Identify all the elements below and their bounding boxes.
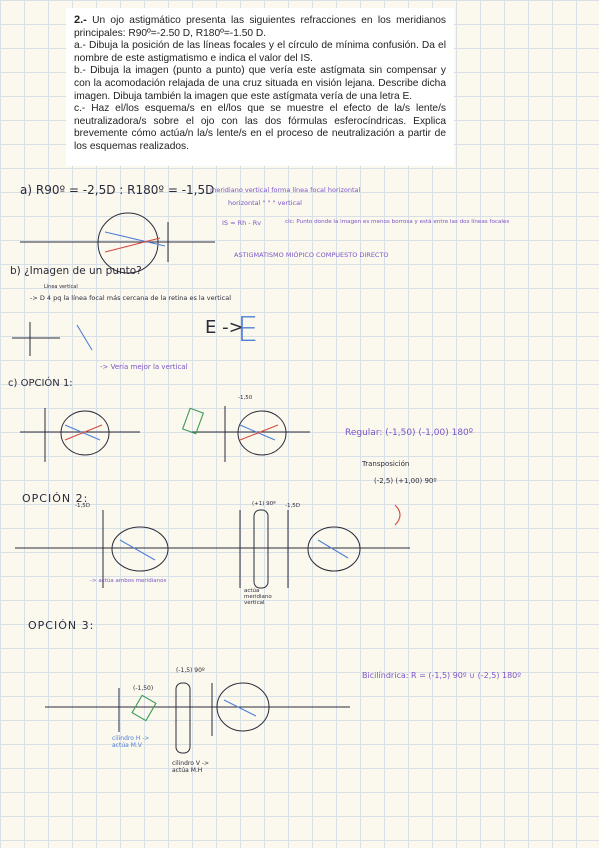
transposed-formula: (-2,5) (+1,00) 90º bbox=[374, 477, 437, 485]
e-letter: E -> bbox=[205, 317, 244, 338]
cylinder-h-note: cilindro H -> actúa M.V bbox=[112, 735, 150, 749]
meridian-note-1: meridiano vertical forma línea focal hor… bbox=[210, 186, 361, 194]
lens-label-opt2-left: -1,5D bbox=[75, 503, 90, 509]
lens-label-opt3-left: (-1,50) bbox=[133, 685, 154, 692]
lens-label-opt2-cyl: (+1) 90º bbox=[252, 501, 276, 507]
option-2-label: OPCIÓN 2: bbox=[22, 492, 89, 505]
bicylindric-formula: Bicilíndrica: R = (-1,5) 90º ∪ (-2,5) 18… bbox=[362, 671, 522, 680]
eye-opt1-left bbox=[60, 410, 110, 456]
problem-part-a: a.- Dibuja la posición de las líneas foc… bbox=[74, 40, 446, 64]
part-b-label: b) ¿Imagen de un punto? bbox=[10, 265, 142, 277]
problem-part-c: c.- Haz el/los esquema/s en el/los que s… bbox=[74, 103, 446, 152]
problem-number: 2.- bbox=[74, 14, 87, 26]
eye-opt2-right bbox=[307, 526, 361, 572]
option-2-lens-note: actúa meridiano vertical bbox=[244, 588, 272, 606]
cylinder-v-note: cilindro V -> actúa M.H bbox=[172, 760, 210, 774]
b-note-small: Línea vertical bbox=[44, 284, 78, 290]
transposition-label: Transposición bbox=[362, 460, 410, 468]
lens-label-opt1: -1,50 bbox=[238, 395, 253, 401]
eye-opt3 bbox=[216, 682, 270, 732]
b-seeing-note: -> Vería mejor la vertical bbox=[100, 363, 188, 371]
eye-opt1-right bbox=[237, 410, 287, 456]
astigmatism-type: ASTIGMATISMO MIÓPICO COMPUESTO DIRECTO bbox=[234, 251, 389, 259]
part-c-label: c) OPCIÓN 1: bbox=[8, 378, 73, 389]
meridian-note-2: horizontal " " " vertical bbox=[228, 199, 302, 207]
cyl-lens-opt3 bbox=[175, 682, 191, 754]
option-3-label: OPCIÓN 3: bbox=[28, 619, 95, 632]
lens-label-opt3-right: (-1,5) 90º bbox=[176, 667, 205, 674]
is-note: IS = Rh - Rv bbox=[222, 219, 262, 227]
problem-intro: Un ojo astigmático presenta las siguient… bbox=[74, 15, 446, 39]
clc-note: clc: Punto donde la imagen es menos borr… bbox=[285, 219, 510, 225]
problem-statement: 2.- Un ojo astigmático presenta las sigu… bbox=[66, 8, 454, 166]
problem-part-b: b.- Dibuja la imagen (punto a punto) que… bbox=[74, 65, 446, 102]
e-image: E bbox=[237, 310, 259, 350]
focal-image-line bbox=[76, 324, 93, 351]
lens-label-opt2-right: -1,5D bbox=[285, 503, 300, 509]
eye-opt2-left bbox=[111, 526, 169, 572]
b-note: -> D 4 pq la línea focal más cercana de … bbox=[30, 294, 232, 302]
eye-circle-a bbox=[97, 212, 159, 274]
part-a-label: a) R90º = -2,5D : R180º = -1,5D bbox=[20, 183, 215, 197]
regular-formula: Regular: (-1,50) (-1,00) 180º bbox=[345, 428, 474, 438]
cyl-lens-opt2 bbox=[253, 509, 269, 589]
option-2-note: -> actúa ambos meridianos bbox=[90, 578, 167, 584]
